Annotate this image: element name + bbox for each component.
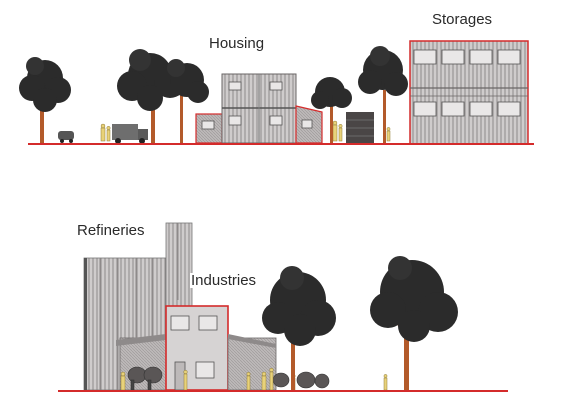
car-icon	[58, 131, 74, 143]
tree-icon	[19, 57, 71, 143]
tank-icon	[127, 366, 330, 391]
shed-icon	[346, 112, 374, 143]
housing-building	[195, 73, 323, 144]
label-housing: Housing	[209, 35, 265, 52]
top-section	[19, 40, 534, 145]
label-industries: Industries	[190, 272, 258, 289]
tree-icon	[370, 256, 458, 392]
tree-icon	[167, 59, 209, 143]
label-refineries: Refineries	[77, 222, 145, 239]
tree-icon	[311, 77, 352, 143]
storages-building	[409, 40, 529, 145]
label-storages: Storages	[432, 11, 493, 28]
bottom-section	[58, 222, 508, 392]
tree-icon	[358, 46, 408, 143]
tree-icon	[262, 266, 336, 390]
truck-icon	[112, 124, 148, 144]
